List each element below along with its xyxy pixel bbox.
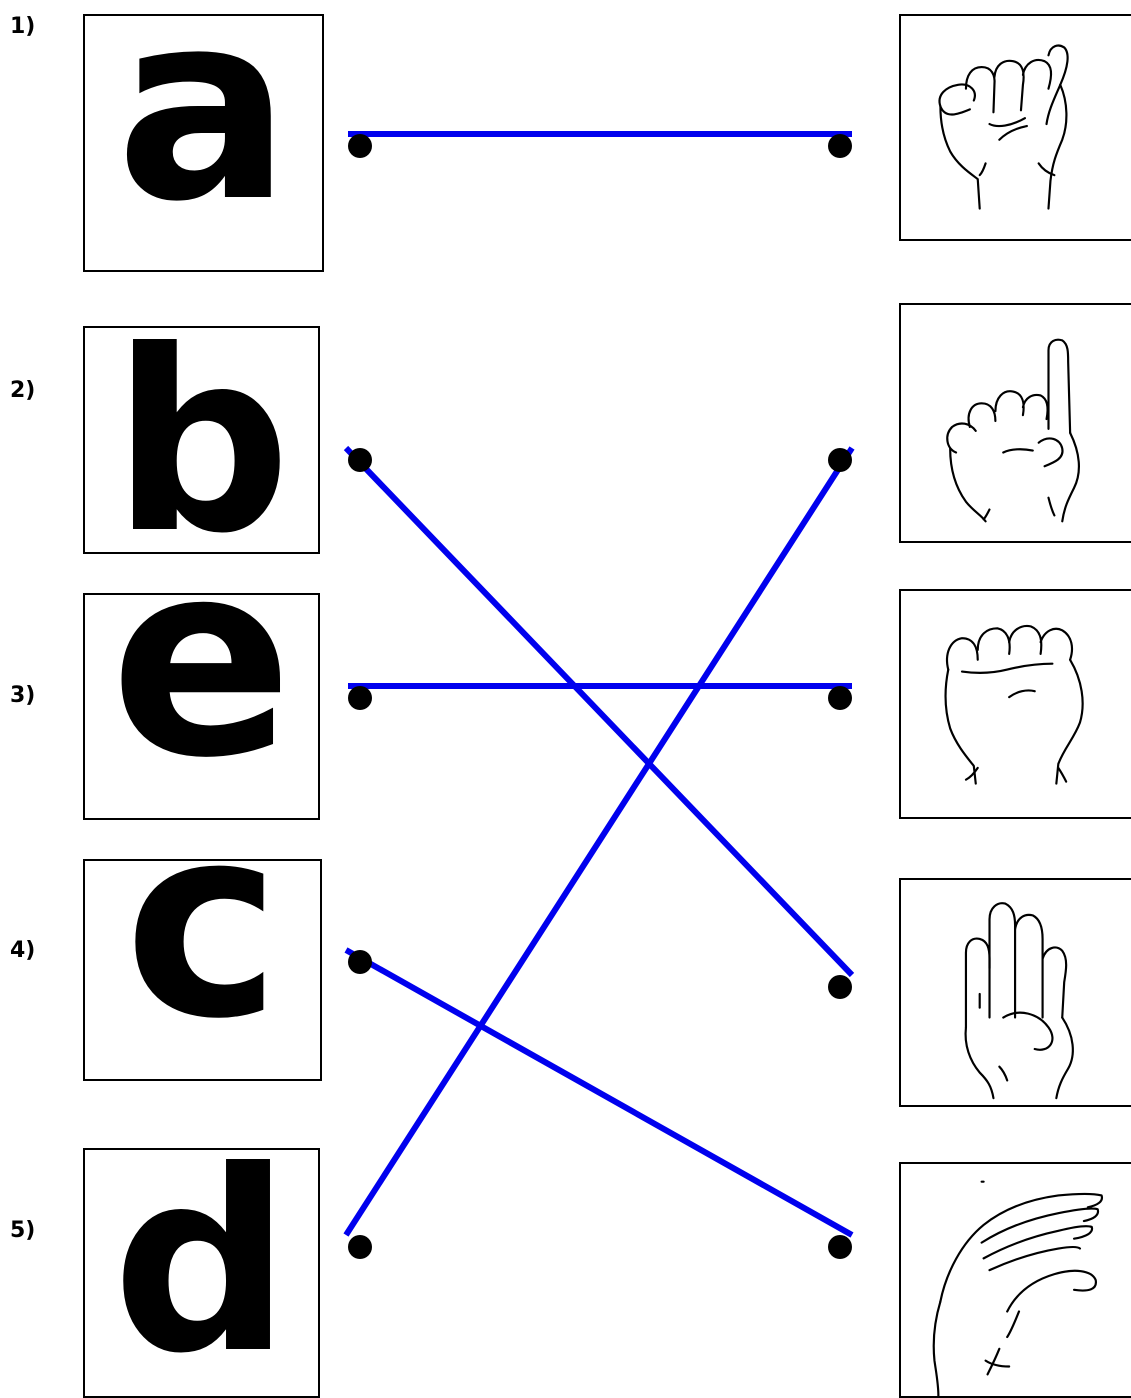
- right-dot-1[interactable]: [828, 134, 852, 158]
- connection-line-4: [346, 950, 852, 1235]
- left-dot-2[interactable]: [348, 448, 372, 472]
- connection-line-2: [346, 448, 852, 975]
- left-dot-3[interactable]: [348, 686, 372, 710]
- left-dot-1[interactable]: [348, 134, 372, 158]
- right-dot-4[interactable]: [828, 975, 852, 999]
- left-dot-5[interactable]: [348, 1235, 372, 1259]
- connection-line-5: [346, 448, 852, 1235]
- right-dot-3[interactable]: [828, 686, 852, 710]
- left-dot-4[interactable]: [348, 950, 372, 974]
- right-dot-2[interactable]: [828, 448, 852, 472]
- right-dot-5[interactable]: [828, 1235, 852, 1259]
